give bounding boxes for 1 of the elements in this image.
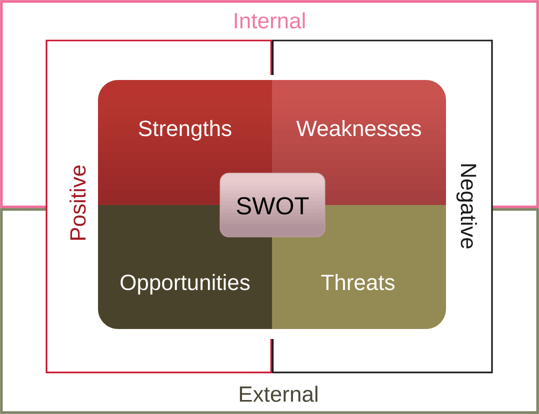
center-box: SWOT (220, 172, 326, 238)
